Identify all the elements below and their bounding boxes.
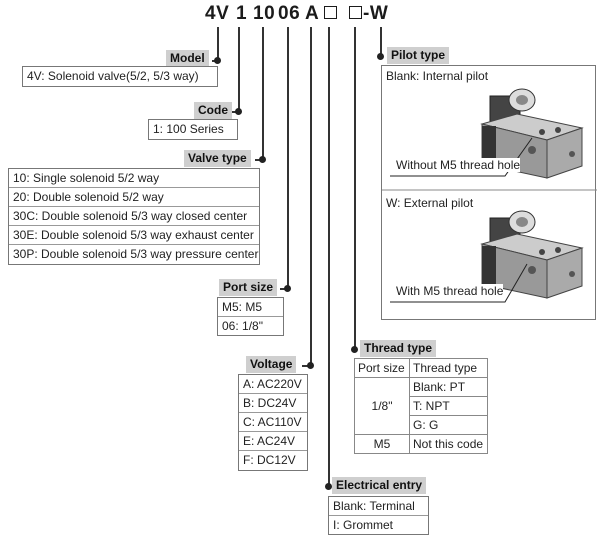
thread-type-table: Port size Thread type 1/8" Blank: PT T: … [354,358,488,454]
code-part-1: 1 [236,3,248,24]
voltage-connector-h [302,365,311,367]
electrical-entry-dot [325,483,332,490]
model-box: 4V: Solenoid valve(5/2, 5/3 way) [22,66,218,87]
model-label: Model [166,50,209,67]
valve-type-dot [259,156,266,163]
electrical-entry-row: Blank: Terminal [329,497,428,516]
external-pointer-line [390,263,528,303]
thread-table-header-port: Port size [354,358,410,378]
valve-type-row: 20: Double solenoid 5/2 way [9,188,259,207]
thread-type-dot [351,346,358,353]
voltage-row: C: AC110V [239,413,307,432]
valve-type-row: 10: Single solenoid 5/2 way [9,169,259,188]
table-row: 1/8" Blank: PT [354,377,488,435]
code-label: Code [194,102,232,119]
code-box: 1: 100 Series [148,119,238,140]
code-placeholder-box-2 [349,6,362,19]
valve-type-box: 10: Single solenoid 5/2 way 20: Double s… [8,168,260,265]
pilot-type-box: Blank: Internal pilot [381,65,597,320]
model-connector [217,27,219,61]
thread-table-g: G: G [409,415,488,435]
code-series-4v: 4V [205,3,230,24]
voltage-row: B: DC24V [239,394,307,413]
thread-type-table-wrap: Port size Thread type 1/8" Blank: PT T: … [354,358,488,454]
code-part-06: 06 [278,3,301,24]
electrical-entry-connector [328,27,330,487]
code-connector [238,27,240,112]
thread-table-m5-value: Not this code [409,434,488,454]
thread-type-label: Thread type [360,340,437,357]
voltage-connector [310,27,312,366]
port-size-box: M5: M5 06: 1/8" [217,297,284,336]
voltage-box: A: AC220V B: DC24V C: AC110V E: AC24V F:… [238,374,308,471]
internal-pilot-title: Blank: Internal pilot [386,69,489,83]
valve-type-label: Valve type [184,150,251,167]
electrical-entry-row: I: Grommet [333,518,394,532]
thread-table-npt: T: NPT [409,396,488,416]
pilot-type-dot [377,53,384,60]
thread-table-m5: M5 [354,434,410,454]
code-part-a: A [305,3,320,24]
port-size-row: 06: 1/8" [222,319,263,333]
electrical-entry-box: Blank: Terminal I: Grommet [328,496,429,535]
thread-type-connector [354,27,356,350]
pilot-type-connector [380,27,382,57]
table-row: M5 Not this code [354,434,488,454]
external-pilot-title: W: External pilot [386,196,474,210]
electrical-entry-label: Electrical entry [332,477,427,494]
table-row: G: G [355,415,488,435]
code-placeholder-box-1 [324,6,337,19]
thread-table-size-18: 1/8" [354,377,410,435]
code-part-w: -W [363,3,389,24]
valve-type-row: 30C: Double solenoid 5/3 way closed cent… [9,207,259,226]
voltage-row: F: DC12V [243,453,296,467]
valve-type-row: 30P: Double solenoid 5/3 way pressure ce… [13,247,259,261]
pilot-type-illustrations [382,88,597,303]
voltage-dot [307,362,314,369]
code-dot [235,108,242,115]
thread-table-pt: Blank: PT [409,377,488,397]
valve-type-row: 30E: Double solenoid 5/3 way exhaust cen… [9,226,259,245]
voltage-row: A: AC220V [239,375,307,394]
port-size-dot [284,285,291,292]
thread-table-header-thread: Thread type [409,358,488,378]
code-part-10: 10 [253,3,276,24]
external-pilot-caption: With M5 thread hole [396,284,504,298]
voltage-row: E: AC24V [239,432,307,451]
voltage-label: Voltage [246,356,297,373]
table-row: T: NPT [355,396,488,416]
internal-pilot-caption: Without M5 thread hole [396,158,521,172]
port-size-row: M5: M5 [218,298,283,317]
table-row: Port size Thread type [354,358,488,378]
pilot-type-label: Pilot type [387,47,450,64]
model-dot [214,57,221,64]
model-row: 4V: Solenoid valve(5/2, 5/3 way) [27,69,199,83]
internal-pointer-line [390,137,533,177]
valve-type-connector [262,27,264,160]
port-size-label: Port size [219,279,278,296]
port-size-connector [287,27,289,289]
code-row: 1: 100 Series [153,122,224,136]
